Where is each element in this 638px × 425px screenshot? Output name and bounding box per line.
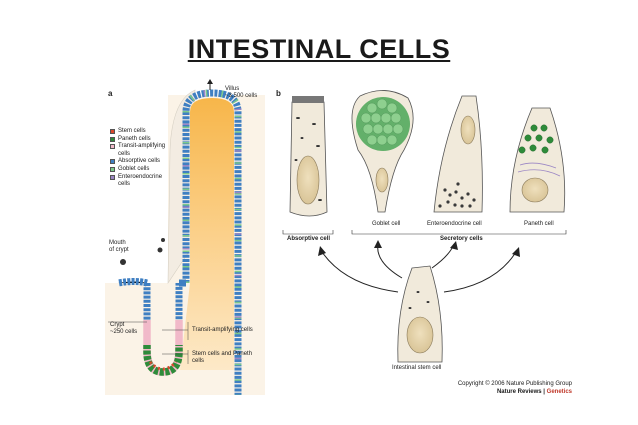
legend-label: Absorptive cells: [118, 158, 161, 165]
paneth-cell-label: Paneth cell: [524, 221, 554, 227]
legend-item: Enteroendocrine cells: [110, 174, 165, 189]
enteroendocrine-cell-label: Enteroendocrine cell: [427, 221, 482, 227]
panel-a-letter: a: [108, 89, 113, 98]
paneth-cell-drawing: [509, 107, 566, 213]
villus-label: Villus ~3,500 cells: [225, 86, 258, 99]
legend-item: Absorptive cells: [110, 158, 165, 166]
absorptive-cell-drawing: [289, 96, 328, 217]
absorptive-group-label: Absorptive cell: [287, 236, 331, 242]
legend-swatch: [110, 159, 115, 165]
legend-item: Stem cells: [110, 128, 165, 136]
secretory-group-label: Secretory cells: [440, 236, 483, 242]
goblet-cell-drawing: [351, 90, 414, 213]
legend-label: Paneth cells: [118, 135, 151, 142]
legend-label: Enteroendocrine cells: [118, 173, 163, 188]
copyright-line: Copyright © 2006 Nature Publishing Group: [457, 381, 572, 387]
transit-amplifying-label: Transit-amplifying cells: [192, 327, 253, 333]
panel-b-letter: b: [276, 89, 281, 98]
copyright-notice: Copyright © 2006 Nature Publishing Group…: [448, 380, 572, 396]
group-brackets: [282, 230, 567, 235]
villus-crypt-diagram: [105, 79, 265, 395]
legend-item: Transit-amplifying cells: [110, 143, 165, 158]
stem-cell-label: Intestinal stem cell: [392, 365, 442, 371]
enteroendocrine-cell-drawing: [433, 95, 483, 213]
stem-paneth-label: Stem cells and Paneth cells: [192, 351, 253, 364]
arrowheads: [318, 240, 520, 257]
legend-item: Paneth cells: [110, 136, 165, 144]
legend-swatch: [110, 174, 115, 180]
page-title: INTESTINAL CELLS: [187, 34, 451, 64]
legend-label: Stem cells: [118, 128, 146, 134]
goblet-cell-label: Goblet cell: [372, 221, 401, 227]
journal-section: Genetics: [544, 389, 572, 395]
intestinal-stem-cell-drawing: [397, 265, 443, 363]
legend-swatch: [110, 144, 115, 150]
cell-legend: Stem cells Paneth cells Transit-amplifyi…: [110, 128, 165, 189]
legend-swatch: [110, 136, 115, 142]
legend-label: Transit-amplifying cells: [118, 143, 166, 157]
journal-name: Nature Reviews |: [496, 389, 545, 395]
legend-swatch: [110, 129, 115, 134]
legend-label: Goblet cells: [118, 165, 150, 172]
crypt-label: Crypt ~250 cells: [110, 322, 138, 335]
legend-swatch: [110, 166, 115, 172]
legend-item: Goblet cells: [110, 166, 165, 174]
mouth-of-crypt-label: Mouth of crypt: [109, 240, 129, 253]
